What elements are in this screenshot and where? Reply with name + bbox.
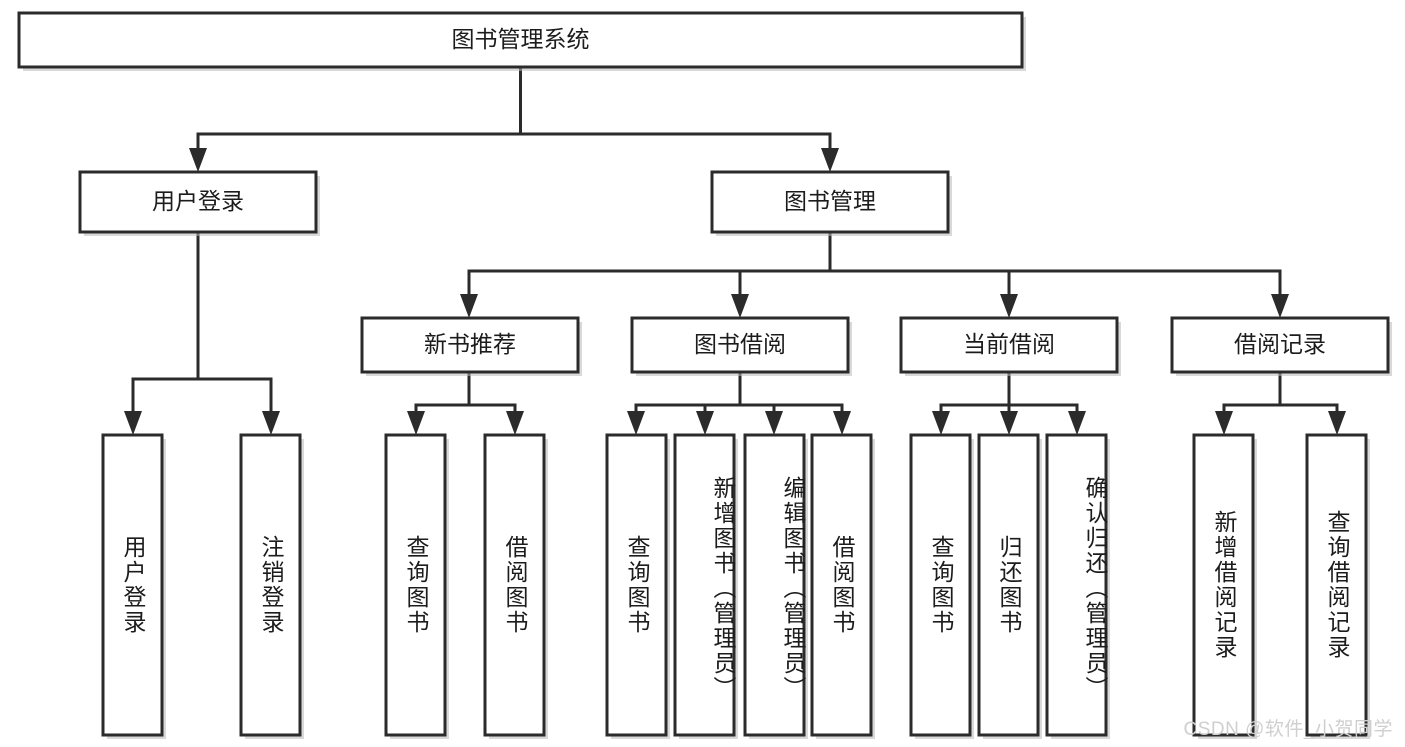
arrow-head-bookborrow-leaf-2 [696,411,714,435]
leaf-box-logout[interactable] [239,433,302,737]
arrow-head-book-borrow [731,294,749,318]
leaf-box-bookborrow-add[interactable] [673,433,736,737]
arrow-head-leaf-user-login [124,411,142,435]
arrow-head-borrowrecord-leaf-2 [1328,411,1346,435]
arrow-head-bookborrow-leaf-4 [833,411,851,435]
level2-node-label-book-manage: 图书管理 [784,188,876,214]
leaf-box-bookborrow-query[interactable] [605,433,668,737]
leaf-box-currentborrow-confirm[interactable] [1045,433,1108,737]
arrow-head-current-borrow [1000,294,1018,318]
leaf-box-currentborrow-query[interactable] [909,433,972,737]
arrow-head-currentborrow-leaf-2 [1000,411,1018,435]
leaf-box-bookborrow-lend[interactable] [810,433,873,737]
arrow-head-bookborrow-leaf-3 [765,411,783,435]
arrow-head-user-login [189,148,207,172]
arrow-head-borrow-record [1271,294,1289,318]
level3-node-box-current-borrow[interactable] [899,316,1119,374]
leaf-box-user-login[interactable] [101,433,164,737]
leaf-box-newbook-borrow[interactable] [483,433,546,737]
leaf-box-borrowrecord-query[interactable] [1305,433,1368,737]
node-layer: 图书管理系统 用户登录 图书管理 新书推荐 图书借阅 当前借阅 借阅记录 [17,11,1392,739]
arrow-head-new-book [460,294,478,318]
level3-node-box-borrow-record[interactable] [1170,316,1390,374]
arrow-head-newbook-leaf-1 [407,411,425,435]
arrow-head-leaf-logout [262,411,280,435]
level2-node-box-book-manage[interactable] [710,170,950,234]
leaf-box-borrowrecord-add[interactable] [1192,433,1255,737]
leaf-box-bookborrow-edit[interactable] [743,433,806,737]
level3-node-label-current-borrow: 当前借阅 [963,331,1055,357]
level2-node-box-user-login[interactable] [78,170,318,234]
arrow-head-book-manage [821,148,839,172]
level3-node-label-book-borrow: 图书借阅 [694,331,786,357]
leaf-box-newbook-query[interactable] [384,433,447,737]
connector-layer [124,65,1346,435]
level2-node-label-user-login: 用户登录 [152,188,244,214]
arrow-head-currentborrow-leaf-1 [932,411,950,435]
level3-node-label-borrow-record: 借阅记录 [1234,331,1326,357]
arrow-head-newbook-leaf-2 [506,411,524,435]
leaf-box-currentborrow-return[interactable] [977,433,1040,737]
level3-node-box-new-book-recommend[interactable] [360,316,580,374]
root-node-label: 图书管理系统 [452,26,590,52]
arrow-head-currentborrow-leaf-3 [1068,411,1086,435]
root-node-box[interactable] [17,11,1024,69]
level3-node-box-book-borrow[interactable] [630,316,850,374]
level3-node-label-new-book-recommend: 新书推荐 [424,331,516,357]
arrow-head-bookborrow-leaf-1 [627,411,645,435]
arrow-head-borrowrecord-leaf-1 [1215,411,1233,435]
csdn-watermark: CSDN @软件_小贺同学 [1183,719,1393,740]
